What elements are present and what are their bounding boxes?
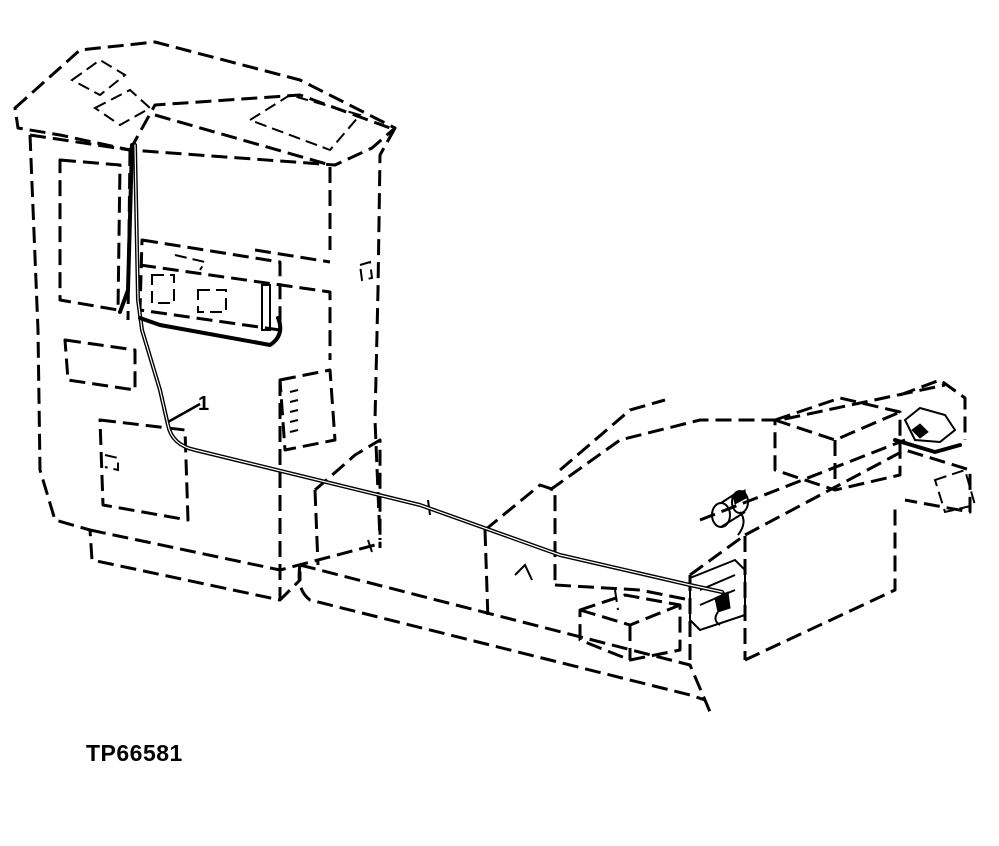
battery-boxes xyxy=(578,396,902,662)
callout-1-label: 1 xyxy=(198,393,209,415)
wiring-harness xyxy=(118,143,962,610)
cab-body xyxy=(28,113,397,602)
callout-1: 1 xyxy=(167,393,209,424)
rear-connector xyxy=(711,489,749,536)
end-bracket xyxy=(899,378,977,514)
figure-id: TP66581 xyxy=(86,740,183,766)
frame-rail xyxy=(297,383,972,713)
cab-roof xyxy=(13,40,397,167)
control-panel xyxy=(138,238,332,360)
rear-component xyxy=(689,558,746,632)
side-vent xyxy=(278,260,374,452)
